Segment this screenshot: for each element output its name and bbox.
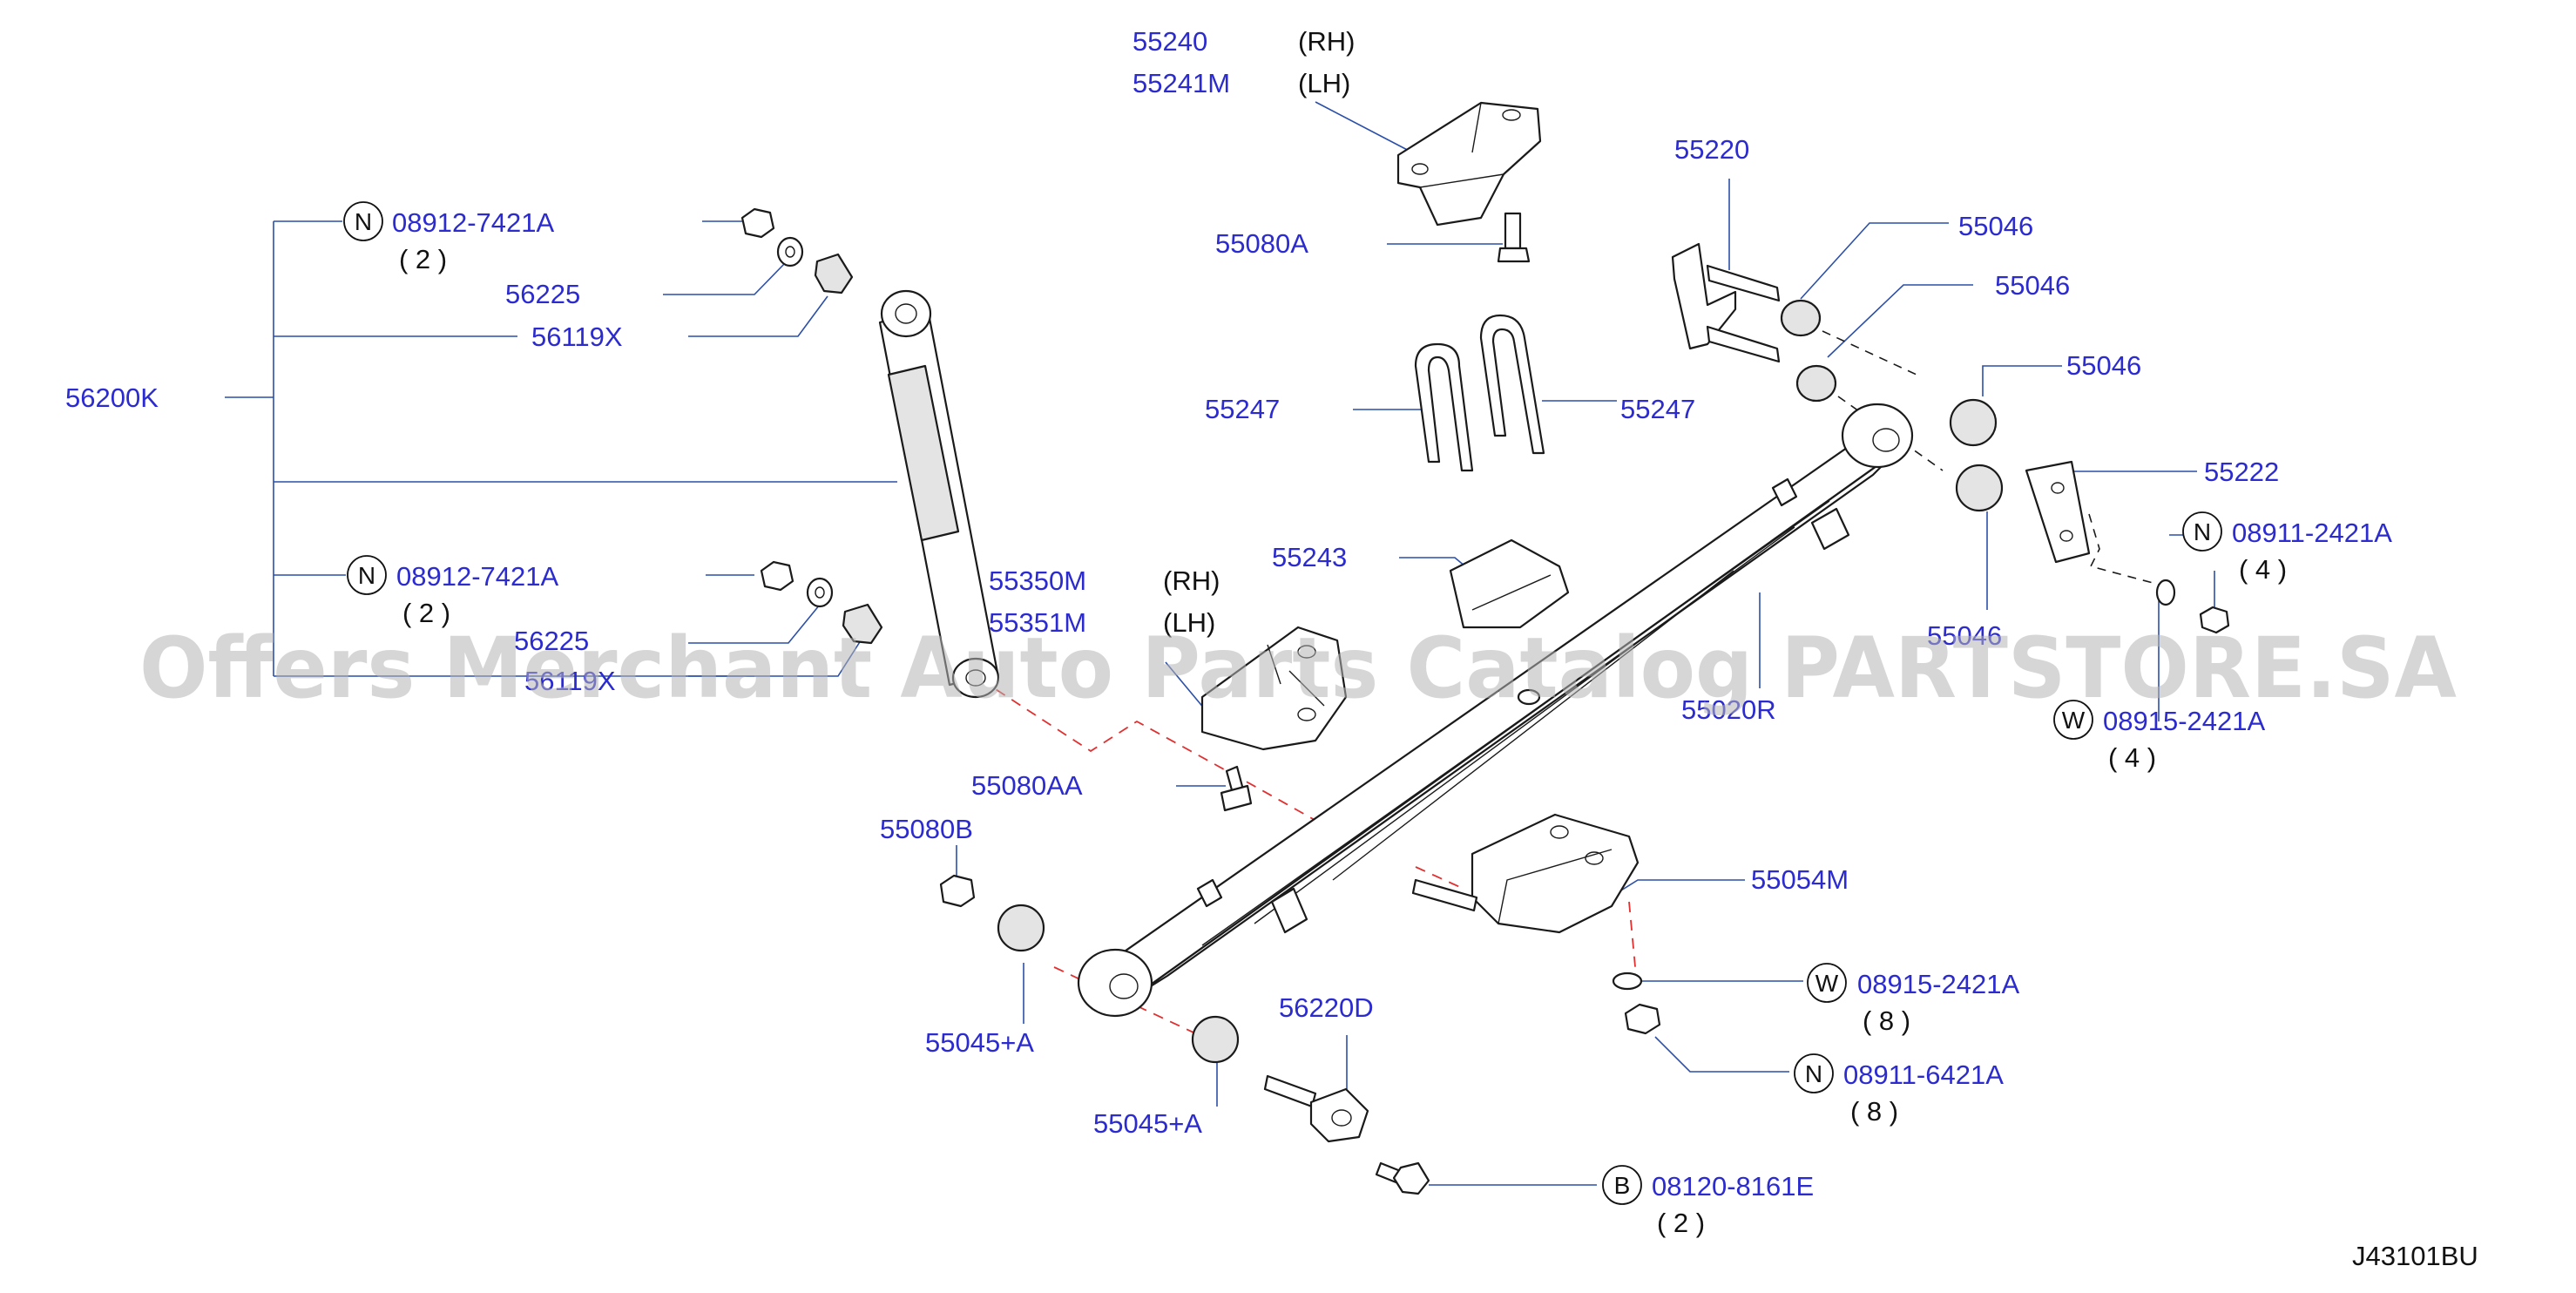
bushings-55045 [997,904,1240,1064]
spring-pad [1449,538,1570,629]
fastener-3-code: N [2194,518,2211,545]
fastener-callout-7: B 08120-8161E ( 2 ) [1602,1165,1814,1238]
label-56119X-a: 56119X [531,322,623,352]
fastener-4-part: 08915-2421A [2103,706,2265,736]
fastener-1-qty: ( 2 ) [399,244,447,274]
label-55351M-side: (LH) [1163,607,1215,638]
fastener-2-part: 08912-7421A [396,561,558,592]
bolt-55080AA [1220,765,1253,812]
label-55046-a: 55046 [1958,211,2033,241]
label-56200K: 56200K [65,382,159,413]
fastener-callout-6: N 08911-6421A ( 8 ) [1794,1053,2004,1127]
shock-hardware [740,207,883,645]
label-55054M: 55054M [1751,864,1849,895]
lower-hardware [1612,971,1661,1035]
part-labels: 55240 (RH) 55241M (LH) 55080A 55220 5504… [65,26,2279,1139]
label-56225-a: 56225 [505,279,580,309]
fastener-5-code: W [1815,970,1839,997]
label-55046-b: 55046 [1995,270,2070,301]
fastener-4-code: W [2062,707,2086,734]
shackle-pin-56220D [1263,1074,1369,1143]
fastener-6-part: 08911-6421A [1843,1059,2004,1090]
leader-lines [225,101,2215,1186]
label-55243: 55243 [1272,542,1347,572]
bolt-08120 [1375,1161,1430,1195]
label-55020R: 55020R [1681,694,1776,725]
fastener-6-code: N [1805,1060,1822,1087]
label-55247-left: 55247 [1205,394,1280,424]
watermark: Offers Merchant Auto Parts Catalog PARTS… [139,619,2457,717]
fastener-callout-3: N 08911-2421A ( 4 ) [2182,511,2392,585]
rear-shackle [1671,242,2230,634]
label-55351M: 55351M [989,607,1086,638]
shock-absorber [878,289,1000,699]
fastener-7-part: 08120-8161E [1652,1171,1814,1202]
label-55222: 55222 [2204,457,2279,487]
label-55045A-right: 55045+A [1093,1108,1202,1139]
label-55046-d: 55046 [1927,620,2002,651]
diagram-code: J43101BU [2352,1241,2478,1271]
label-55350M: 55350M [989,565,1086,596]
label-55350M-side: (RH) [1163,565,1220,596]
label-55240: 55240 [1132,26,1207,57]
fastener-callout-5: W 08915-2421A ( 8 ) [1807,963,2019,1036]
fastener-callout-2: N 08912-7421A ( 2 ) [347,555,558,628]
fastener-5-qty: ( 8 ) [1863,1005,1910,1036]
label-55080A: 55080A [1215,228,1308,259]
front-hanger-bracket [1411,813,1640,934]
label-55220: 55220 [1674,134,1749,165]
fastener-5-part: 08915-2421A [1857,969,2019,999]
label-55241M: 55241M [1132,68,1230,98]
fastener-2-qty: ( 2 ) [402,598,450,628]
spring-hanger-bracket [1396,101,1542,263]
spring-plate [1200,626,1348,751]
leaf-spring [1077,403,1914,1018]
fastener-7-qty: ( 2 ) [1657,1208,1705,1238]
nut-55080B [939,874,976,908]
fastener-callout-4: W 08915-2421A ( 4 ) [2053,700,2265,773]
fastener-3-part: 08911-2421A [2232,518,2392,548]
fastener-6-qty: ( 8 ) [1850,1096,1898,1127]
fastener-2-code: N [358,562,375,589]
fastener-7-code: B [1614,1172,1631,1199]
fastener-4-qty: ( 4 ) [2108,742,2156,773]
u-bolts [1414,314,1545,472]
label-56220D: 56220D [1279,992,1374,1023]
label-56225-b: 56225 [514,626,589,656]
label-56119X-b: 56119X [524,666,616,696]
label-55241M-side: (LH) [1298,68,1350,98]
label-55080B: 55080B [880,814,973,844]
fastener-1-code: N [355,208,372,235]
label-55046-c: 55046 [2066,350,2141,381]
label-55247-right: 55247 [1620,394,1695,424]
label-55080AA: 55080AA [971,770,1083,801]
fastener-callout-1: N 08912-7421A ( 2 ) [343,201,554,274]
label-55045A-left: 55045+A [925,1027,1034,1058]
fastener-3-qty: ( 4 ) [2239,554,2287,585]
fastener-1-part: 08912-7421A [392,207,554,238]
label-55240-side: (RH) [1298,26,1355,57]
